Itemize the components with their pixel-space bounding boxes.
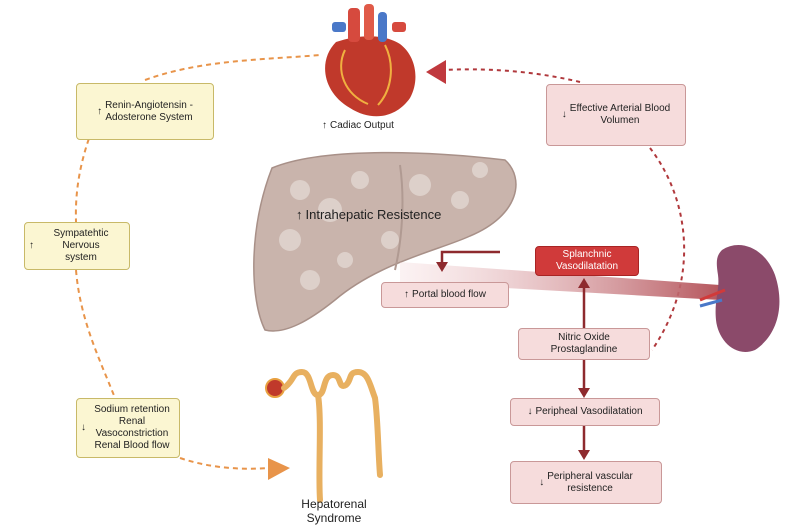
left-cycle-arc-low bbox=[75, 269, 116, 399]
portal-flow-box: Portal blood flow bbox=[381, 282, 509, 308]
resistance-arrowhead bbox=[578, 450, 590, 460]
sympathetic-box: Sympatehtic Nervous system bbox=[24, 222, 130, 270]
left-cycle-arc-top bbox=[144, 54, 321, 81]
effective-arterial-box: Effective Arterial Blood Volumen bbox=[546, 84, 686, 146]
portal-arrowhead bbox=[436, 262, 448, 272]
right-cycle-arc-side bbox=[649, 147, 686, 351]
cardiac-output-label: Cadiac Output bbox=[322, 120, 394, 131]
raas-box: Renin-Angiotensin - Adosterone System bbox=[76, 83, 214, 140]
sodium-retention-box: Sodium retention Renal Vasoconstriction … bbox=[76, 398, 180, 458]
intrahepatic-resistance-label: Intrahepatic Resistence bbox=[296, 207, 442, 222]
kidney-nephron-icon bbox=[265, 368, 383, 503]
cardiac-arrowhead bbox=[426, 60, 446, 84]
peripheral-resistance-box: Peripheral vascular resistence bbox=[510, 461, 662, 504]
spleen-icon bbox=[699, 244, 780, 352]
heart-icon bbox=[325, 4, 416, 117]
resistance-to-portal-arrow bbox=[440, 250, 500, 262]
hepatorenal-syndrome-label: Hepatorenal Syndrome bbox=[301, 497, 367, 525]
portal-vessel bbox=[400, 262, 720, 300]
peripheral-arrowhead bbox=[578, 388, 590, 398]
peripheral-vasodilatation-box: Peripheal Vasodilatation bbox=[510, 398, 660, 426]
nitric-oxide-box: Nitric Oxide Prostaglandine bbox=[518, 328, 650, 360]
splanchnic-arrowhead bbox=[578, 278, 590, 288]
splanchnic-box: Splanchnic Vasodilatation bbox=[535, 246, 639, 276]
right-cycle-arc-top bbox=[444, 68, 581, 83]
hepatorenal-arrowhead bbox=[268, 458, 290, 480]
left-cycle-arc-bottom bbox=[179, 457, 269, 470]
